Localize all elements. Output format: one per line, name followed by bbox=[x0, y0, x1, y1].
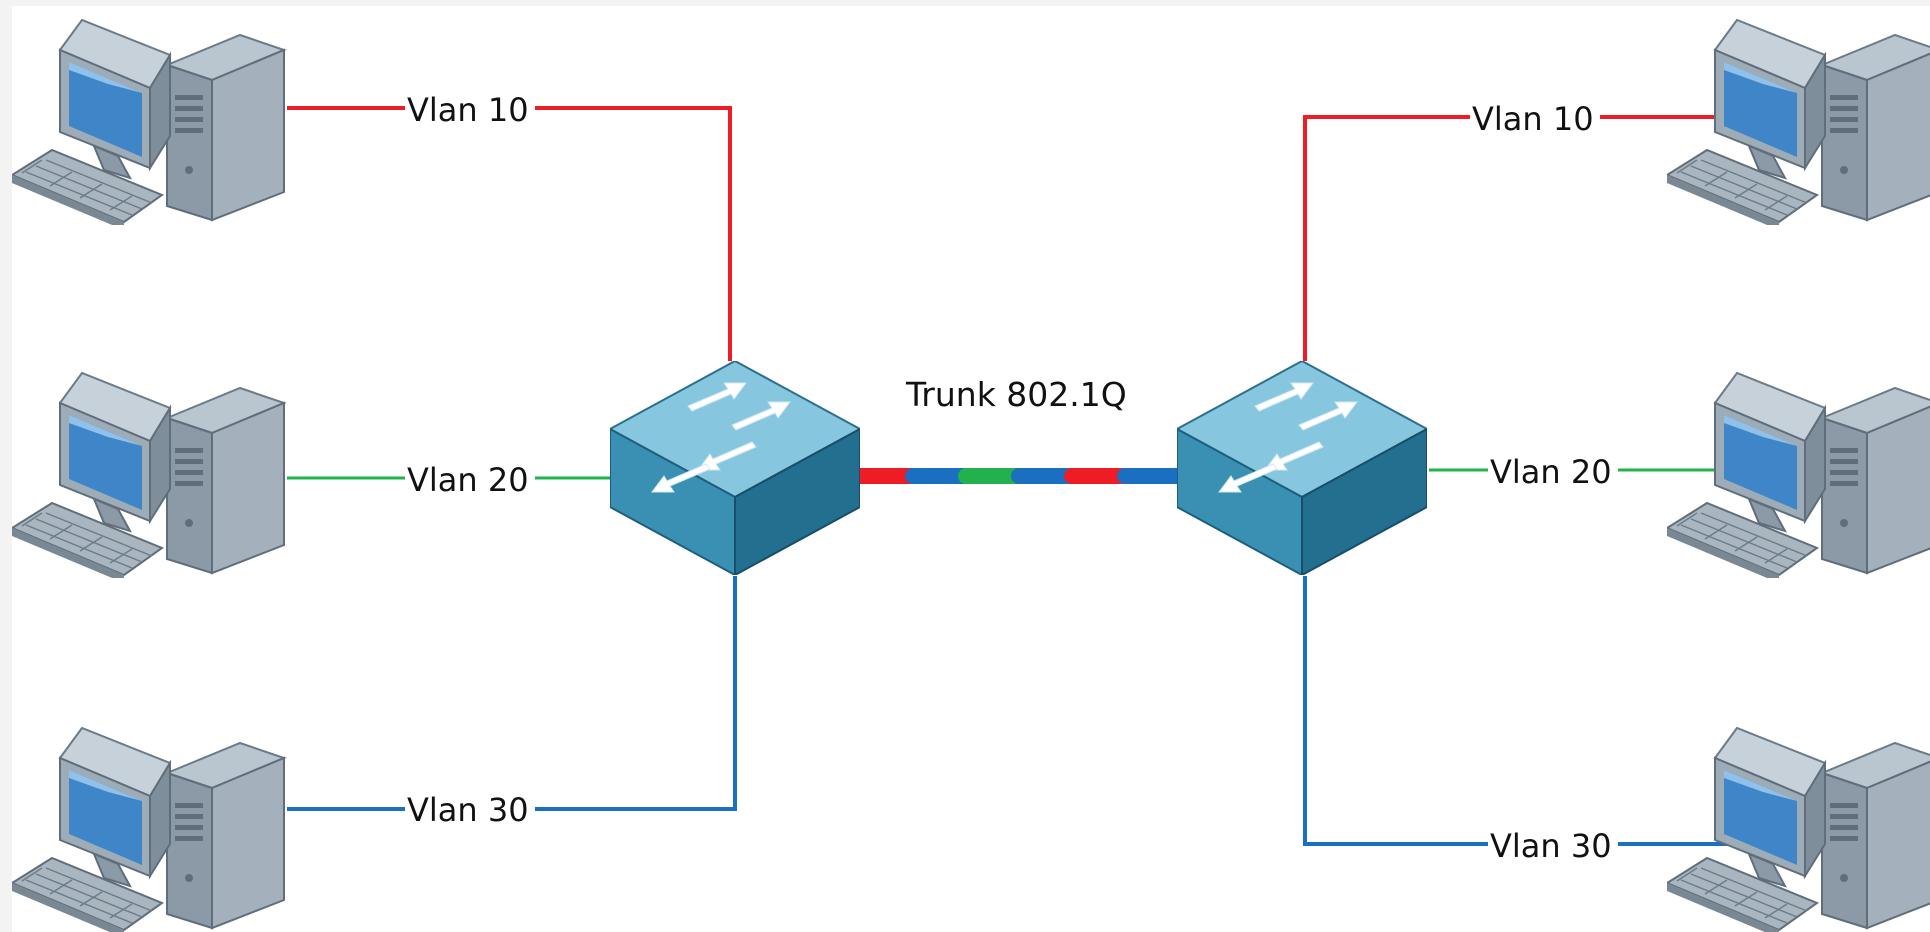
right-switch-icon[interactable] bbox=[1177, 361, 1427, 575]
network-topology-diagram: Vlan 10 Vlan 20 Vlan 30 Vlan 10 Vlan 20 … bbox=[12, 19, 1930, 932]
right-vlan30-link bbox=[1303, 576, 1732, 846]
pc-left-vlan10-icon[interactable] bbox=[12, 19, 285, 230]
pc-left-vlan20-icon[interactable] bbox=[12, 372, 285, 583]
left-vlan20-label: Vlan 20 bbox=[407, 461, 529, 499]
right-vlan10-link bbox=[1303, 115, 1732, 361]
right-vlan10-label: Vlan 10 bbox=[1472, 100, 1594, 138]
left-vlan10-link bbox=[287, 106, 732, 361]
right-vlan20-label: Vlan 20 bbox=[1490, 453, 1612, 491]
left-switch-icon[interactable] bbox=[610, 361, 860, 575]
pc-right-vlan10-icon[interactable] bbox=[1667, 19, 1930, 230]
pc-left-vlan30-icon[interactable] bbox=[12, 727, 285, 932]
pc-right-vlan30-icon[interactable] bbox=[1667, 727, 1930, 932]
trunk-label: Trunk 802.1Q bbox=[905, 375, 1127, 414]
left-vlan30-label: Vlan 30 bbox=[407, 791, 529, 829]
right-vlan30-label: Vlan 30 bbox=[1490, 827, 1612, 865]
left-vlan10-label: Vlan 10 bbox=[407, 91, 529, 129]
pc-right-vlan20-icon[interactable] bbox=[1667, 372, 1930, 583]
diagram-canvas: Vlan 10 Vlan 20 Vlan 30 Vlan 10 Vlan 20 … bbox=[12, 6, 1930, 932]
left-vlan30-link bbox=[287, 576, 737, 811]
